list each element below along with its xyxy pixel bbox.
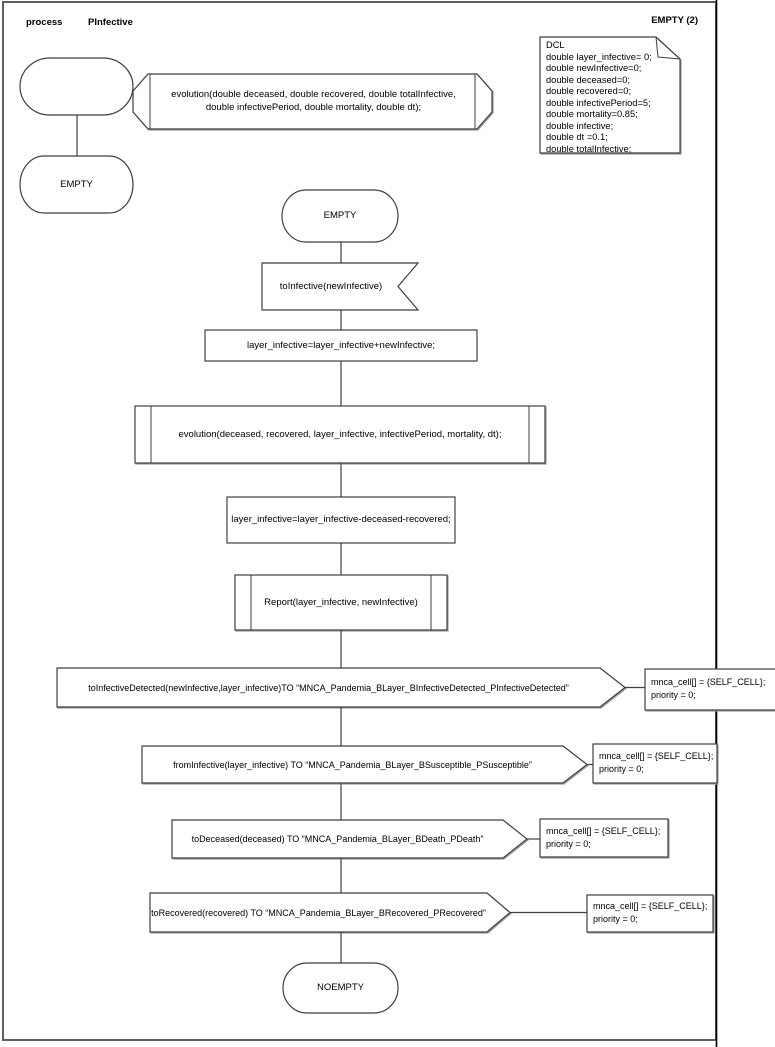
output-symbol-toinfectivedetected[interactable]	[56, 667, 626, 708]
procedure-call-evolution[interactable]	[134, 405, 546, 464]
annotation-box-1[interactable]	[644, 668, 775, 711]
dcl-line: double layer_infective= 0;	[546, 51, 652, 62]
task1-label: layer_infective=layer_infective+newInfec…	[247, 339, 435, 351]
annotation-4-text: mnca_cell[] = {SELF_CELL}; priority = 0;	[593, 900, 711, 926]
annotation-2-text: mnca_cell[] = {SELF_CELL}; priority = 0;	[599, 750, 715, 776]
output-symbol-todeceased[interactable]	[171, 819, 528, 859]
procedure-call2-label: Report(layer_infective, newInfective)	[264, 596, 418, 608]
annotation-line1: mnca_cell[] = {SELF_CELL};	[599, 751, 714, 761]
dcl-line: double totalInfective;	[546, 143, 632, 154]
state-empty-left-label: EMPTY	[60, 178, 93, 190]
dcl-line: double mortality=0.85;	[546, 109, 638, 119]
annotation-line1: mnca_cell[] = {SELF_CELL};	[593, 901, 708, 911]
annotation-line2: priority = 0;	[546, 839, 591, 849]
input-symbol-toinfective[interactable]	[261, 262, 420, 311]
output1-label: toInfectiveDetected(newInfective,layer_i…	[88, 682, 569, 693]
procedure-call-report[interactable]	[234, 574, 448, 631]
dcl-line: double recovered=0;	[546, 86, 632, 96]
state-empty-left[interactable]	[19, 155, 134, 214]
state-noempty-label: NOEMPTY	[317, 982, 364, 993]
procedure-declaration-line1: evolution(double deceased, double recove…	[171, 89, 456, 100]
output2-label: fromInfective(layer_infective) TO “MNCA_…	[173, 759, 532, 770]
output3-label: toDeceased(deceased) TO “MNCA_Pandemia_B…	[191, 834, 484, 844]
task-add-newinfective[interactable]	[204, 329, 478, 362]
page-label: EMPTY (2)	[651, 15, 698, 26]
annotation-line1: mnca_cell[] = {SELF_CELL};	[651, 677, 766, 687]
annotation-3-text: mnca_cell[] = {SELF_CELL}; priority = 0;	[546, 825, 666, 851]
output4-label: toRecovered(recovered) TO “MNCA_Pandemia…	[151, 907, 486, 918]
process-name: PInfective	[88, 17, 133, 28]
state-empty-top[interactable]	[281, 189, 399, 243]
dcl-fold-corner	[655, 36, 681, 60]
annotation-line2: priority = 0;	[651, 690, 696, 700]
task-subtract-deceased-recovered[interactable]	[226, 496, 456, 544]
procedure-call1-label: evolution(deceased, recovered, layer_inf…	[178, 428, 502, 440]
annotation-line1: mnca_cell[] = {SELF_CELL};	[546, 826, 661, 836]
procedure-declaration-symbol[interactable]	[132, 73, 493, 130]
output-symbol-torecovered[interactable]	[149, 892, 511, 933]
procedure-declaration-text: evolution(double deceased, double recove…	[150, 76, 477, 126]
dcl-line: double infective;	[546, 120, 614, 131]
annotation-line2: priority = 0;	[599, 764, 644, 774]
annotation-1-text: mnca_cell[] = {SELF_CELL}; priority = 0;	[651, 676, 773, 702]
dcl-title: DCL	[546, 40, 565, 50]
input-signal-label: toInfective(newInfective)	[279, 280, 383, 292]
dcl-line: double dt =0.1;	[546, 132, 608, 142]
output-symbol-frominfective[interactable]	[141, 745, 588, 784]
task2-label: layer_infective=layer_infective-deceased…	[231, 514, 451, 525]
annotation-box-3[interactable]	[539, 818, 669, 858]
dcl-text-symbol[interactable]	[539, 36, 681, 154]
state-noempty-bottom[interactable]	[282, 962, 399, 1014]
annotation-box-2[interactable]	[592, 743, 718, 784]
process-kind-label: process	[26, 17, 63, 28]
dcl-line: double infectivePeriod=5;	[546, 97, 651, 108]
start-symbol[interactable]	[19, 57, 134, 116]
dcl-line: double deceased=0;	[546, 74, 631, 85]
dcl-line: double newInfective=0;	[546, 63, 642, 73]
state-empty-top-label: EMPTY	[323, 210, 357, 221]
annotation-box-4[interactable]	[586, 894, 714, 933]
procedure-declaration-line2: double infectivePeriod, double mortality…	[205, 102, 422, 113]
dcl-declarations: DCL double layer_infective= 0; double ne…	[546, 40, 674, 155]
annotation-line2: priority = 0;	[593, 914, 638, 924]
